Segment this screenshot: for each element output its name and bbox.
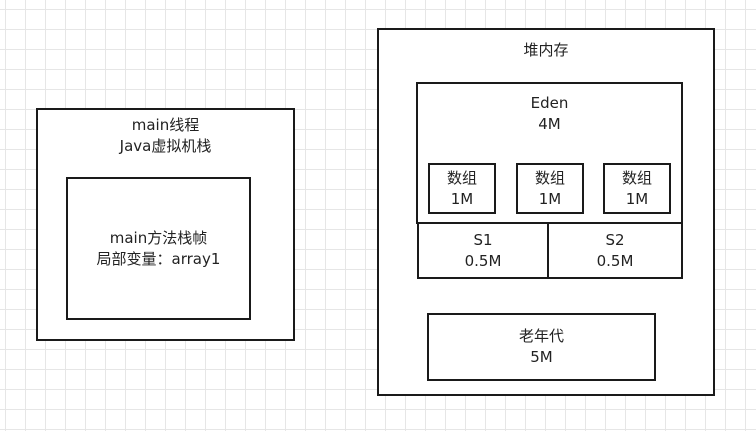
- eden-size: 4M: [538, 115, 561, 133]
- array-block: 数组 1M: [603, 163, 671, 214]
- array-size: 1M: [450, 189, 474, 208]
- s1-name: S1: [473, 230, 493, 249]
- eden-label: Eden 4M: [418, 93, 681, 135]
- array-block: 数组 1M: [428, 163, 496, 214]
- s1-size: 0.5M: [464, 251, 502, 270]
- eden-name: Eden: [530, 94, 569, 112]
- array-name: 数组: [534, 168, 565, 187]
- main-stack-frame-box: main方法栈帧 局部变量：array1: [66, 177, 251, 320]
- array-size: 1M: [625, 189, 649, 208]
- array-size: 1M: [538, 189, 562, 208]
- survivor-s2-box: S2 0.5M: [547, 222, 683, 279]
- jvm-stack-title: main线程 Java虚拟机栈: [38, 115, 293, 157]
- main-stack-frame-label: main方法栈帧 局部变量：array1: [68, 228, 249, 270]
- jvm-stack-thread-label: main线程: [131, 116, 200, 134]
- stack-frame-local-var: 局部变量：array1: [96, 249, 221, 268]
- old-generation-name: 老年代: [518, 327, 564, 345]
- array-name: 数组: [446, 168, 477, 187]
- array-name: 数组: [621, 168, 652, 187]
- survivor-s1-box: S1 0.5M: [417, 222, 549, 279]
- array-block: 数组 1M: [516, 163, 584, 214]
- heap-title: 堆内存: [523, 41, 569, 59]
- jvm-stack-name-label: Java虚拟机栈: [119, 137, 212, 155]
- s2-name: S2: [605, 230, 625, 249]
- stack-frame-name: main方法栈帧: [109, 228, 208, 247]
- old-generation-size: 5M: [530, 348, 553, 366]
- jvm-stack-box: main线程 Java虚拟机栈 main方法栈帧 局部变量：array1: [36, 108, 295, 341]
- old-generation-box: 老年代 5M: [427, 313, 656, 381]
- s2-size: 0.5M: [596, 251, 634, 270]
